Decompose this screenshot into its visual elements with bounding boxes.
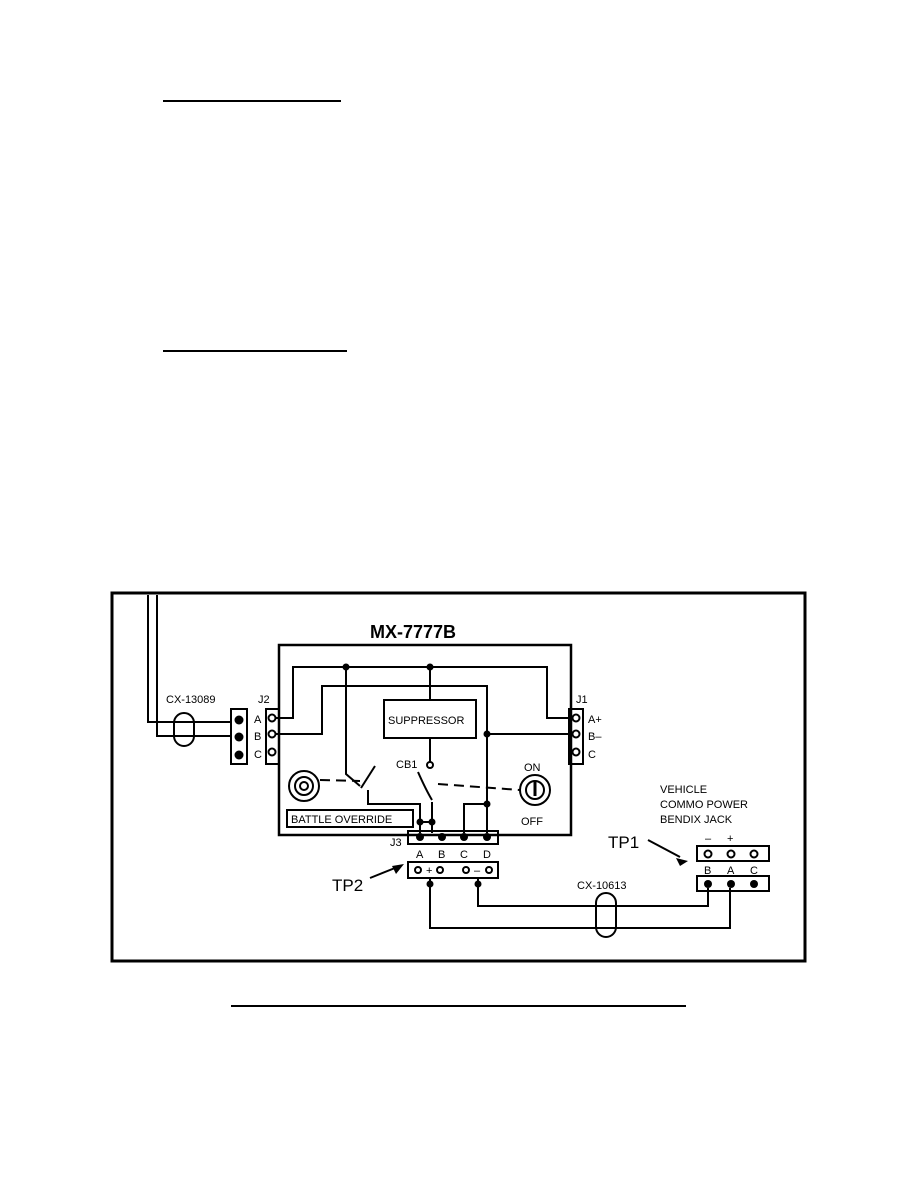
j1-pin-label: B– [588, 731, 602, 743]
j2-label: J2 [258, 694, 270, 706]
switch-on-label: ON [524, 762, 541, 774]
j3-pin-label: A [416, 849, 424, 861]
unit-title: MX-7777B [370, 622, 456, 642]
j1-pin-label: A+ [588, 714, 602, 726]
bendix-jack-block [696, 875, 770, 892]
tp2-plus-mark: + [426, 865, 432, 877]
tp1-label: TP1 [608, 833, 639, 852]
vehicle-label-line: COMMO POWER [660, 799, 748, 811]
jack-pin-label: B [704, 865, 711, 877]
figure-frame [110, 591, 807, 963]
vehicle-label-line: VEHICLE [660, 784, 707, 796]
battle-override-knob [288, 770, 320, 802]
battle-override-label-box [286, 809, 414, 828]
tp1-arrow [647, 839, 681, 858]
j2-outer-block [230, 708, 248, 765]
tp1-minus-mark: – [705, 833, 712, 845]
override-linkage [319, 779, 361, 782]
suppressor-label: SUPPRESSOR [388, 715, 464, 727]
cable-bottom-label: CX-10613 [577, 880, 627, 892]
tp2-strip [407, 861, 499, 879]
input-wire-b [156, 595, 231, 737]
tp2-minus-mark: – [474, 865, 481, 877]
vehicle-label-line: BENDIX JACK [660, 814, 733, 826]
j2-inner-block [265, 708, 280, 765]
j3-block [407, 830, 499, 845]
cable-left-label: CX-13089 [166, 694, 216, 706]
j1-pin-label: C [588, 749, 596, 761]
caption-rule [231, 1005, 686, 1007]
switch-off-label: OFF [521, 816, 543, 828]
jack-pin-label: A [727, 865, 735, 877]
cable-clamp-bottom [595, 892, 617, 938]
j3-label: J3 [390, 837, 402, 849]
top-heading-rule [163, 100, 341, 102]
j2-pin-label: C [254, 749, 262, 761]
battle-override-label: BATTLE OVERRIDE [291, 814, 392, 826]
j1-block [568, 708, 584, 765]
jack-pin-label: C [750, 865, 758, 877]
unit-box [277, 643, 573, 837]
j1-label: J1 [576, 694, 588, 706]
cable-clamp-left [173, 712, 195, 747]
tp1-plus-mark: + [727, 833, 733, 845]
j2-pin-label: A [254, 714, 262, 726]
j3-pin-label: B [438, 849, 445, 861]
tp2-label: TP2 [332, 876, 363, 895]
input-wire-a [147, 595, 231, 723]
j3-pin-label: D [483, 849, 491, 861]
tp1-strip [696, 845, 770, 862]
j2-pin-label: B [254, 731, 261, 743]
breaker-linkage [437, 783, 521, 791]
on-off-switch [519, 774, 551, 806]
j3-pin-label: C [460, 849, 468, 861]
breaker-label: CB1 [396, 759, 417, 771]
second-heading-rule [163, 350, 347, 352]
